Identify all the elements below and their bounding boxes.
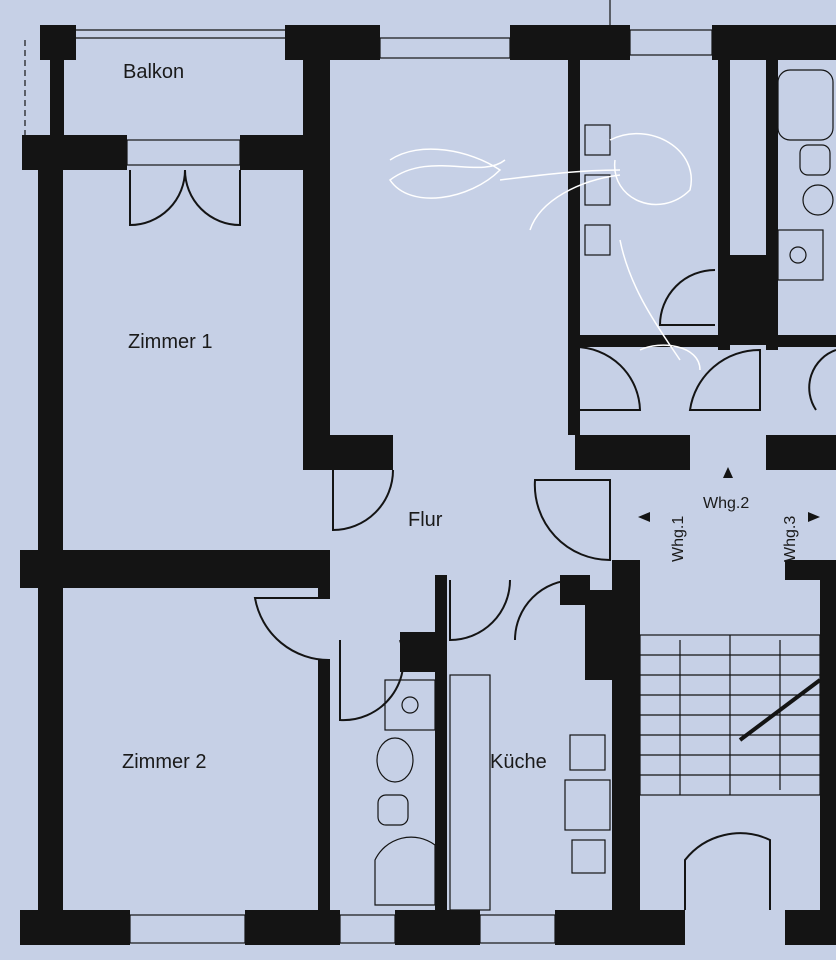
windows — [24, 0, 713, 944]
room-label-balkon: Balkon — [123, 61, 184, 83]
stairs — [638, 467, 822, 796]
room-label-flur: Flur — [408, 509, 443, 531]
room-label-kueche: Küche — [490, 751, 547, 773]
walls — [20, 25, 836, 945]
stair-label-whg3: Whg.3 — [782, 516, 799, 562]
fixtures — [374, 69, 834, 911]
room-label-zimmer1: Zimmer 1 — [128, 331, 212, 353]
scribble — [388, 132, 701, 371]
stair-label-whg1: Whg.1 — [670, 516, 687, 562]
doors — [129, 169, 836, 910]
room-label-zimmer2: Zimmer 2 — [122, 751, 206, 773]
stair-label-whg2: Whg.2 — [703, 495, 749, 512]
